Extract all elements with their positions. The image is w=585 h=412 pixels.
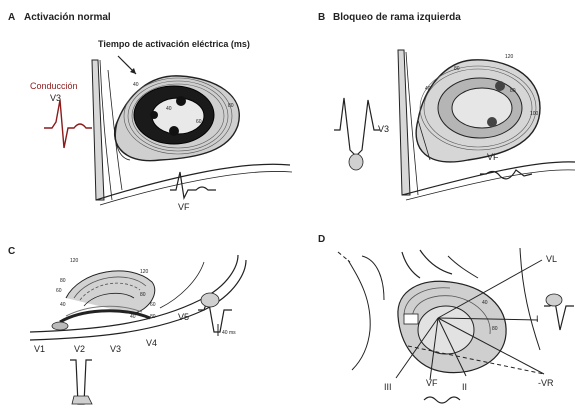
panel-d-lead-ii: II: [462, 382, 467, 392]
panel-d-vessel-1: [402, 252, 420, 278]
panel-c-letter: C: [8, 246, 15, 257]
panel-a-lead-vf: VF: [178, 202, 190, 212]
panel-b-vf-trace: [480, 170, 532, 179]
panel-a-letter: A: [8, 12, 15, 23]
panel-b-lead-vf: VF: [487, 152, 499, 162]
panel-c-lead-v1: V1: [34, 344, 45, 354]
panel-d-body-left: [348, 260, 370, 370]
panel-a-vf-trace: [170, 172, 216, 198]
panel-d-num-2: 80: [492, 326, 498, 332]
panel-c-num-3: 80: [60, 278, 66, 284]
panel-b-v3-trace: [334, 98, 380, 156]
panel-c-num-8: 40: [130, 314, 136, 320]
panel-c-lead-v5: V5: [178, 312, 189, 322]
panel-b-num-5: 100: [530, 111, 539, 117]
panel-c-lead-v3: V3: [110, 344, 121, 354]
panel-b-lead-v3: V3: [378, 124, 389, 134]
panel-a-aorta: [92, 60, 104, 200]
panel-d-lead-i: I: [536, 314, 539, 324]
panel-b-base-line: [402, 162, 575, 195]
panel-c-num-7: 60: [150, 302, 156, 308]
panel-b-letter: B: [318, 12, 325, 23]
panel-a-conduction-label: Conducción: [30, 81, 78, 91]
panel-b-num-3: 40: [425, 86, 431, 92]
panel-b-aorta: [398, 50, 410, 195]
panel-b-num-1: 80: [454, 66, 460, 72]
panel-b-cavity: [452, 88, 512, 128]
panel-b-num-4: 80: [510, 88, 516, 94]
panel-d-lead-iii: III: [384, 382, 392, 392]
panel-c-num-5: 40: [60, 302, 66, 308]
panel-c-lead-v4: V4: [146, 338, 157, 348]
panel-c-num-9: 80: [150, 314, 156, 320]
panel-c-num-1: 120: [70, 258, 79, 264]
panel-a-v3-trace: [44, 100, 92, 148]
panel-a-num-2: 80: [228, 103, 234, 109]
panel-a-num-3: 60: [196, 119, 202, 125]
panel-d-vf-trace: [424, 397, 460, 403]
panel-b: B Bloqueo de rama izquierda V3 80 120 40…: [318, 12, 575, 200]
panel-c-num-2: 120: [140, 269, 149, 275]
panel-d: D 40 80 VL I -VR III VF: [318, 234, 574, 403]
panel-a-num-1: 40: [133, 82, 139, 88]
panel-a-num-4: 40: [166, 106, 172, 112]
panel-b-title: Bloqueo de rama izquierda: [333, 12, 461, 23]
panel-b-num-2: 120: [505, 54, 514, 60]
panel-a-annotation: Tiempo de activación eléctrica (ms): [98, 39, 250, 49]
panel-d-lead-vf: VF: [426, 378, 438, 388]
panel-a-base-line: [96, 164, 290, 200]
panel-d-lead-vr: -VR: [538, 378, 554, 388]
panel-a-title: Activación normal: [24, 12, 111, 23]
panel-c: C 120 120 80 60 40 80 60 40 80 V1 V2 V3 …: [8, 246, 246, 404]
panel-d-num-1: 40: [482, 300, 488, 306]
panel-c-num-6: 80: [140, 292, 146, 298]
panel-c-scale: 40 ms: [222, 330, 236, 336]
panel-c-num-4: 60: [56, 288, 62, 294]
panel-d-vessel-2: [420, 250, 452, 274]
panel-c-lead-v2: V2: [74, 344, 85, 354]
panel-d-lead-vl: VL: [546, 254, 557, 264]
panel-a: A Activación normal Tiempo de activación…: [8, 12, 292, 212]
panel-d-letter: D: [318, 234, 325, 245]
